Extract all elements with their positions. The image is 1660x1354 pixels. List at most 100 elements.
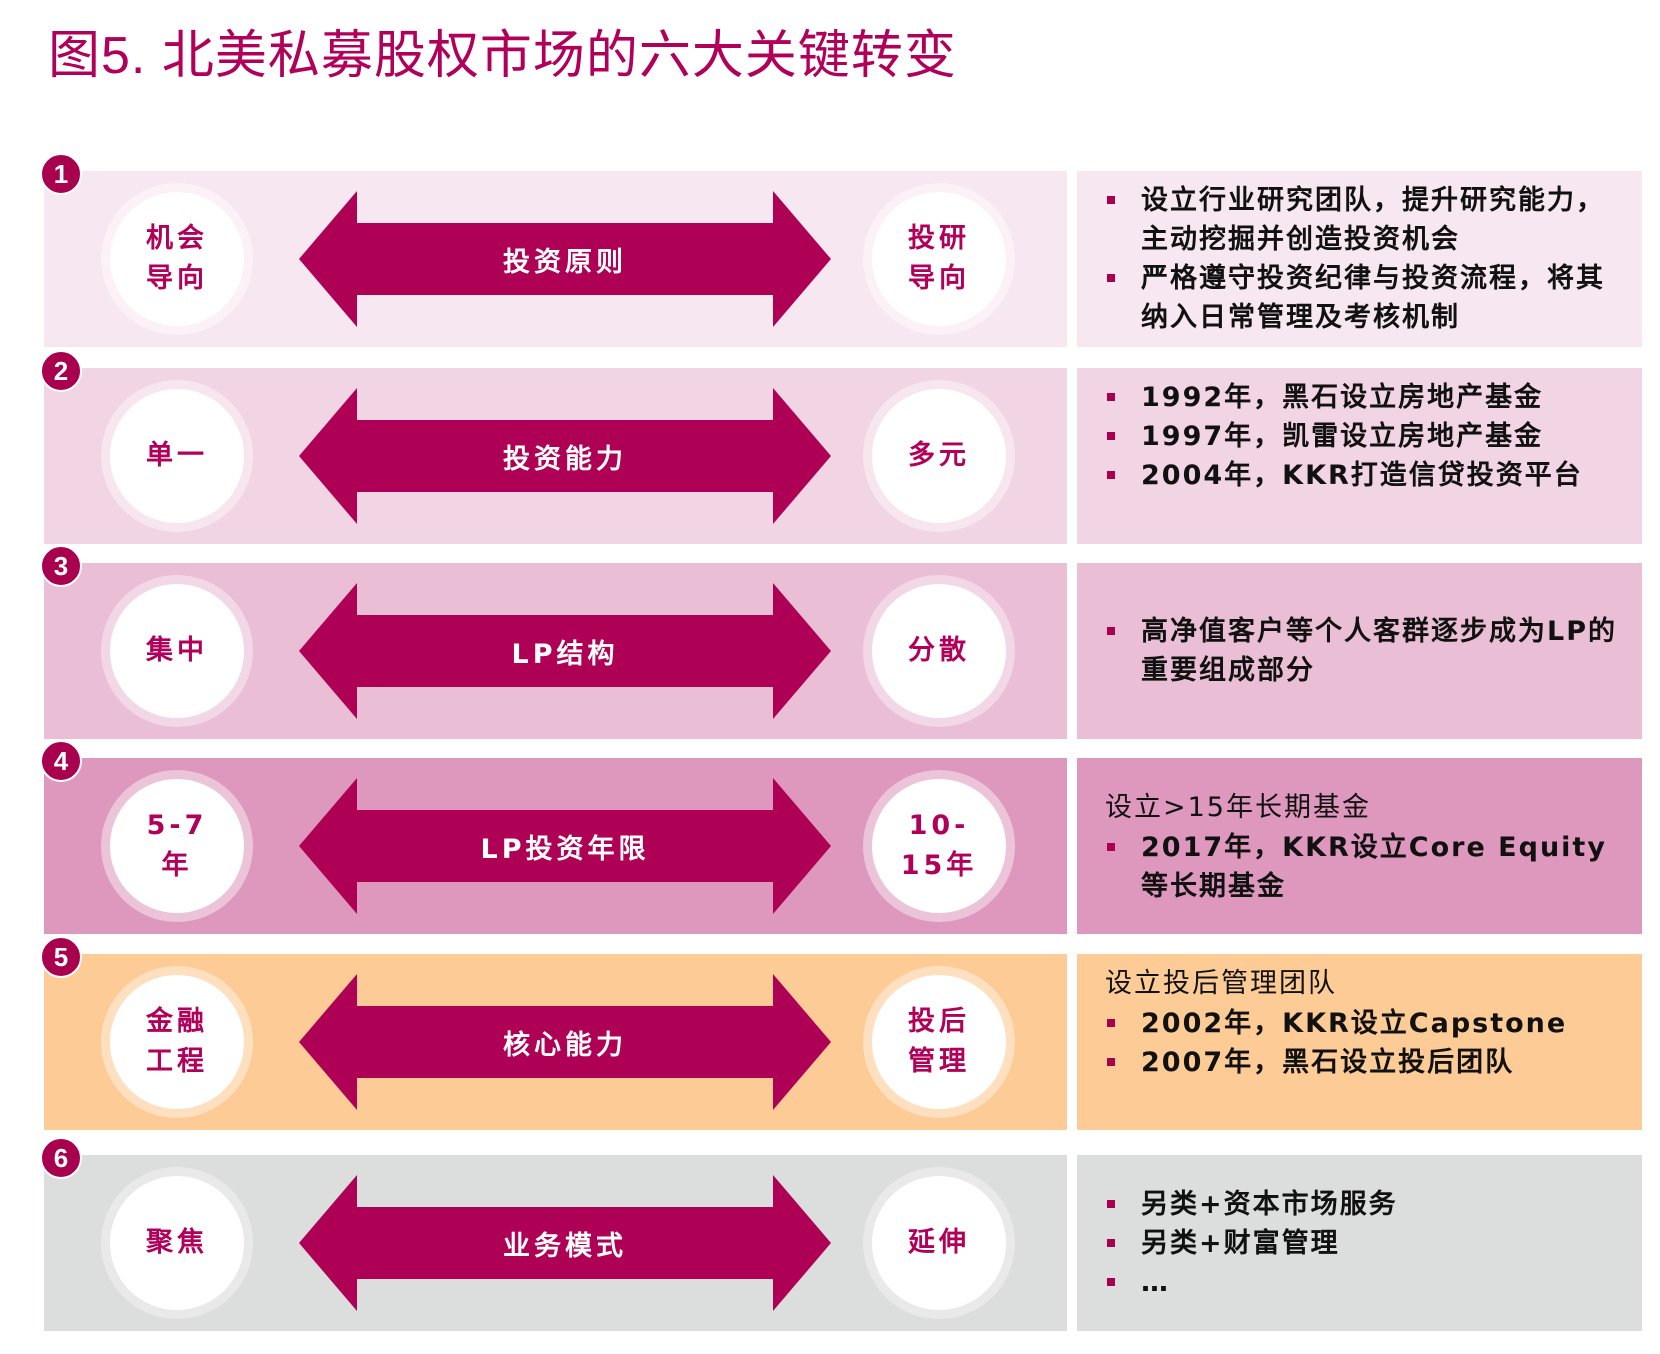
bullet-square-icon [1107, 1058, 1115, 1066]
to-circle: 分散 [863, 575, 1015, 727]
from-label: 单一 [146, 440, 208, 471]
bullet-square-icon [1107, 432, 1115, 440]
bullet-square-icon [1107, 196, 1115, 204]
detail-bullet-item: 设立行业研究团队，提升研究能力，主动挖掘并创造投资机会 [1105, 181, 1628, 259]
to-label: 投研导向 [908, 223, 970, 294]
transition-row: 2 单一 投资能力 多元 1992年，黑石设立房地产基金 1997年，凯雷设立房地… [0, 350, 1660, 544]
bullet-square-icon [1107, 1019, 1115, 1027]
from-label: 机会导向 [146, 223, 208, 294]
detail-bullet-item: 另类+财富管理 [1105, 1224, 1628, 1263]
transition-panel: 单一 投资能力 多元 [44, 368, 1067, 544]
to-label: 分散 [908, 635, 970, 666]
bullet-text: 另类+资本市场服务 [1141, 1188, 1398, 1220]
detail-panel: 设立投后管理团队 2002年，KKR设立Capstone 2007年，黑石设立投后… [1077, 954, 1642, 1130]
arrow-label: 投资原则 [503, 246, 627, 278]
to-label: 投后管理 [908, 1006, 970, 1077]
bullet-square-icon [1107, 1238, 1115, 1247]
detail-bullet-item: 高净值客户等个人客群逐步成为LP的重要组成部分 [1105, 612, 1628, 690]
from-circle: 机会导向 [101, 183, 253, 335]
bullet-square-icon [1107, 627, 1115, 635]
detail-bullet-item: 2004年，KKR打造信贷投资平台 [1105, 456, 1628, 495]
detail-bullet-item: 2017年，KKR设立Core Equity等长期基金 [1105, 828, 1628, 906]
to-label: 延伸 [908, 1227, 970, 1258]
to-circle: 投后管理 [863, 966, 1015, 1118]
detail-bullets: 另类+资本市场服务另类+财富管理 … [1105, 1185, 1628, 1302]
detail-bullet-item: 1997年，凯雷设立房地产基金 [1105, 417, 1628, 456]
detail-panel: 高净值客户等个人客群逐步成为LP的重要组成部分 [1077, 563, 1642, 739]
from-label: 聚焦 [146, 1227, 208, 1258]
double-arrow-icon: LP结构 [299, 583, 831, 719]
bullet-text: … [1141, 1266, 1170, 1298]
bullet-text: 另类+财富管理 [1141, 1227, 1340, 1259]
arrow-label: 投资能力 [503, 443, 627, 475]
double-arrow-icon: LP投资年限 [299, 778, 831, 914]
row-number-badge: 6 [40, 1137, 82, 1179]
transition-row: 1 机会导向 投资原则 投研导向 设立行业研究团队，提升研究能力，主动挖掘并创造… [0, 153, 1660, 347]
from-circle: 集中 [101, 575, 253, 727]
detail-heading: 设立投后管理团队 [1105, 968, 1337, 999]
row-number-badge: 5 [40, 936, 82, 978]
detail-panel: 另类+资本市场服务另类+财富管理 … [1077, 1155, 1642, 1331]
row-number-badge: 1 [40, 153, 82, 195]
row-number-badge: 4 [40, 740, 82, 782]
from-circle: 单一 [101, 380, 253, 532]
bullet-square-icon [1107, 274, 1115, 282]
bullet-square-icon [1107, 1277, 1115, 1286]
to-circle: 延伸 [863, 1167, 1015, 1319]
bullet-text: 1992年，黑石设立房地产基金 [1141, 382, 1544, 413]
to-circle: 多元 [863, 380, 1015, 532]
arrow-label: 核心能力 [503, 1029, 627, 1061]
arrow-label: LP结构 [511, 638, 619, 670]
bullet-square-icon [1107, 842, 1115, 851]
from-label: 金融工程 [146, 1006, 208, 1077]
row-number-badge: 2 [40, 350, 82, 392]
detail-bullets: 2017年，KKR设立Core Equity等长期基金 [1105, 828, 1628, 906]
detail-bullet-item: 2002年，KKR设立Capstone [1105, 1004, 1628, 1043]
to-circle: 投研导向 [863, 183, 1015, 335]
double-arrow-icon: 投资原则 [299, 191, 831, 327]
detail-bullet-item: … [1105, 1263, 1628, 1302]
to-label: 10-15年 [900, 810, 978, 881]
bullet-square-icon [1107, 1199, 1115, 1208]
to-label: 多元 [908, 440, 970, 471]
detail-bullet-item: 2007年，黑石设立投后团队 [1105, 1043, 1628, 1082]
detail-bullet-item: 1992年，黑石设立房地产基金 [1105, 378, 1628, 417]
detail-bullets: 设立行业研究团队，提升研究能力，主动挖掘并创造投资机会严格遵守投资纪律与投资流程… [1105, 181, 1628, 337]
bullet-text: 2017年，KKR设立Core Equity等长期基金 [1141, 831, 1607, 902]
from-circle: 金融工程 [101, 966, 253, 1118]
bullet-text: 1997年，凯雷设立房地产基金 [1141, 421, 1544, 452]
transition-row: 5 金融工程 核心能力 投后管理 设立投后管理团队 2002年，KKR设立Cap… [0, 936, 1660, 1130]
double-arrow-icon: 业务模式 [299, 1175, 831, 1311]
arrow-label: 业务模式 [503, 1230, 627, 1262]
from-label: 集中 [146, 635, 208, 666]
transition-panel: 机会导向 投资原则 投研导向 [44, 171, 1067, 347]
detail-bullets: 1992年，黑石设立房地产基金 1997年，凯雷设立房地产基金 2004年，KKR打… [1105, 378, 1628, 495]
arrow-label: LP投资年限 [480, 833, 650, 865]
double-arrow-icon: 核心能力 [299, 974, 831, 1110]
from-circle: 5-7年 [101, 770, 253, 922]
transition-row: 6 聚焦 业务模式 延伸 另类+资本市场服务另类+财富管理 … [0, 1137, 1660, 1331]
page-title: 图5. 北美私募股权市场的六大关键转变 [48, 27, 957, 85]
bullet-text: 设立行业研究团队，提升研究能力，主动挖掘并创造投资机会 [1141, 185, 1605, 255]
transition-panel: 金融工程 核心能力 投后管理 [44, 954, 1067, 1130]
detail-panel: 设立行业研究团队，提升研究能力，主动挖掘并创造投资机会严格遵守投资纪律与投资流程… [1077, 171, 1642, 347]
bullet-text: 高净值客户等个人客群逐步成为LP的重要组成部分 [1141, 616, 1617, 686]
bullet-text: 2002年，KKR设立Capstone [1141, 1008, 1568, 1039]
transition-panel: 聚焦 业务模式 延伸 [44, 1155, 1067, 1331]
bullet-square-icon [1107, 393, 1115, 401]
from-label: 5-7年 [146, 810, 208, 881]
detail-bullets: 高净值客户等个人客群逐步成为LP的重要组成部分 [1105, 612, 1628, 690]
transition-row: 4 5-7年 LP投资年限 10-15年 设立>15年长期基金 2017年，KK… [0, 740, 1660, 934]
detail-bullets: 2002年，KKR设立Capstone 2007年，黑石设立投后团队 [1105, 1004, 1628, 1082]
to-circle: 10-15年 [863, 770, 1015, 922]
from-circle: 聚焦 [101, 1167, 253, 1319]
bullet-square-icon [1107, 471, 1115, 479]
bullet-text: 2007年，黑石设立投后团队 [1141, 1047, 1515, 1078]
detail-bullet-item: 另类+资本市场服务 [1105, 1185, 1628, 1224]
bullet-text: 严格遵守投资纪律与投资流程，将其纳入日常管理及考核机制 [1141, 263, 1605, 333]
transition-panel: 集中 LP结构 分散 [44, 563, 1067, 739]
detail-bullet-item: 严格遵守投资纪律与投资流程，将其纳入日常管理及考核机制 [1105, 259, 1628, 337]
double-arrow-icon: 投资能力 [299, 388, 831, 524]
transition-row: 3 集中 LP结构 分散 高净值客户等个人客群逐步成为LP的重要组成部分 [0, 545, 1660, 739]
row-number-badge: 3 [40, 545, 82, 587]
